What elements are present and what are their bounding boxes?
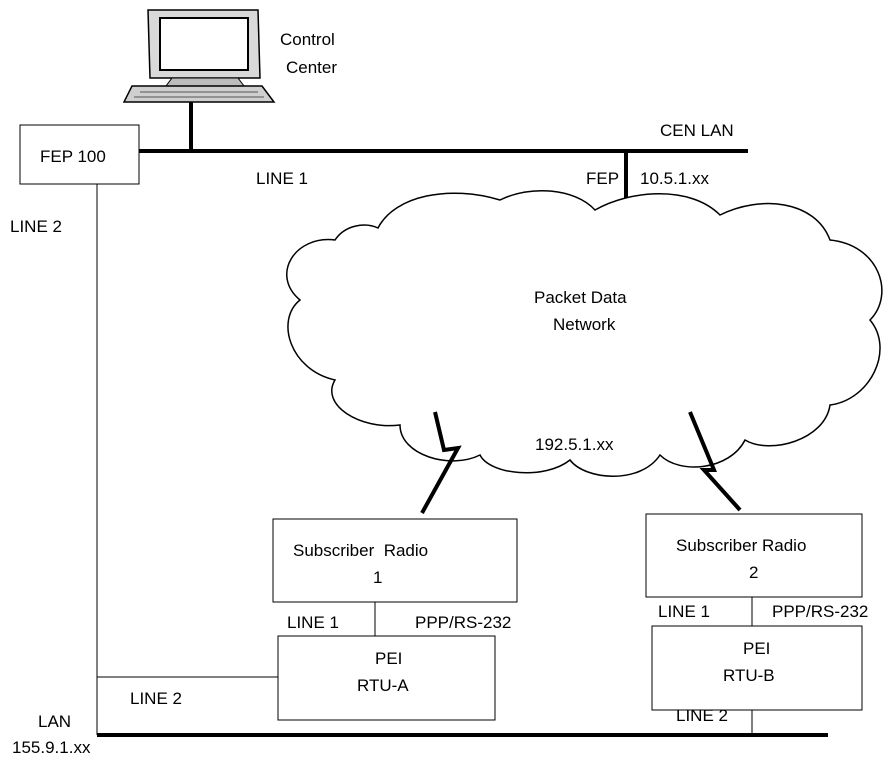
control-center-label-1: Control xyxy=(280,30,335,49)
cloud-label-2: Network xyxy=(553,315,616,334)
wireless-link-1 xyxy=(420,411,462,514)
subscriber-radio-1-number: 1 xyxy=(373,568,382,587)
rtu-a-label-2: RTU-A xyxy=(357,676,409,695)
subscriber-radio-2-label: Subscriber Radio xyxy=(676,536,806,555)
ppp-a-label: PPP/RS-232 xyxy=(415,613,511,632)
cloud-label-1: Packet Data xyxy=(534,288,627,307)
cen-lan-label: CEN LAN xyxy=(660,121,734,140)
line2-left-label: LINE 2 xyxy=(10,217,62,236)
lan-address: 155.9.1.xx xyxy=(12,738,91,757)
computer-icon xyxy=(122,9,276,103)
rtu-b-box xyxy=(651,625,863,711)
subscriber-radio-1-label: Subscriber Radio xyxy=(293,541,428,560)
subscriber-radio-2-number: 2 xyxy=(749,563,758,582)
lan-label: LAN xyxy=(38,712,71,731)
packet-data-network-cloud xyxy=(286,190,883,477)
fep100-label: FEP 100 xyxy=(40,147,106,166)
ppp-b-label: PPP/RS-232 xyxy=(772,602,868,621)
fep-label: FEP xyxy=(586,169,619,188)
line1-a-label: LINE 1 xyxy=(287,613,339,632)
rtu-a-label-1: PEI xyxy=(375,649,402,668)
cen-lan-address: 10.5.1.xx xyxy=(640,169,709,188)
line1-b-label: LINE 1 xyxy=(658,602,710,621)
line2-a-label: LINE 2 xyxy=(130,689,182,708)
wireless-link-2 xyxy=(688,411,742,512)
control-center-label-2: Center xyxy=(286,58,337,77)
fep100-box xyxy=(19,124,140,185)
subscriber-radio-2-box xyxy=(645,513,863,598)
line1-top-label: LINE 1 xyxy=(256,169,308,188)
line2-b-label: LINE 2 xyxy=(676,706,728,725)
rtu-b-label-2: RTU-B xyxy=(723,666,775,685)
radio-network-address: 192.5.1.xx xyxy=(535,435,614,454)
subscriber-radio-1-box xyxy=(272,518,518,603)
rtu-b-label-1: PEI xyxy=(743,639,770,658)
rtu-a-box xyxy=(277,635,496,721)
